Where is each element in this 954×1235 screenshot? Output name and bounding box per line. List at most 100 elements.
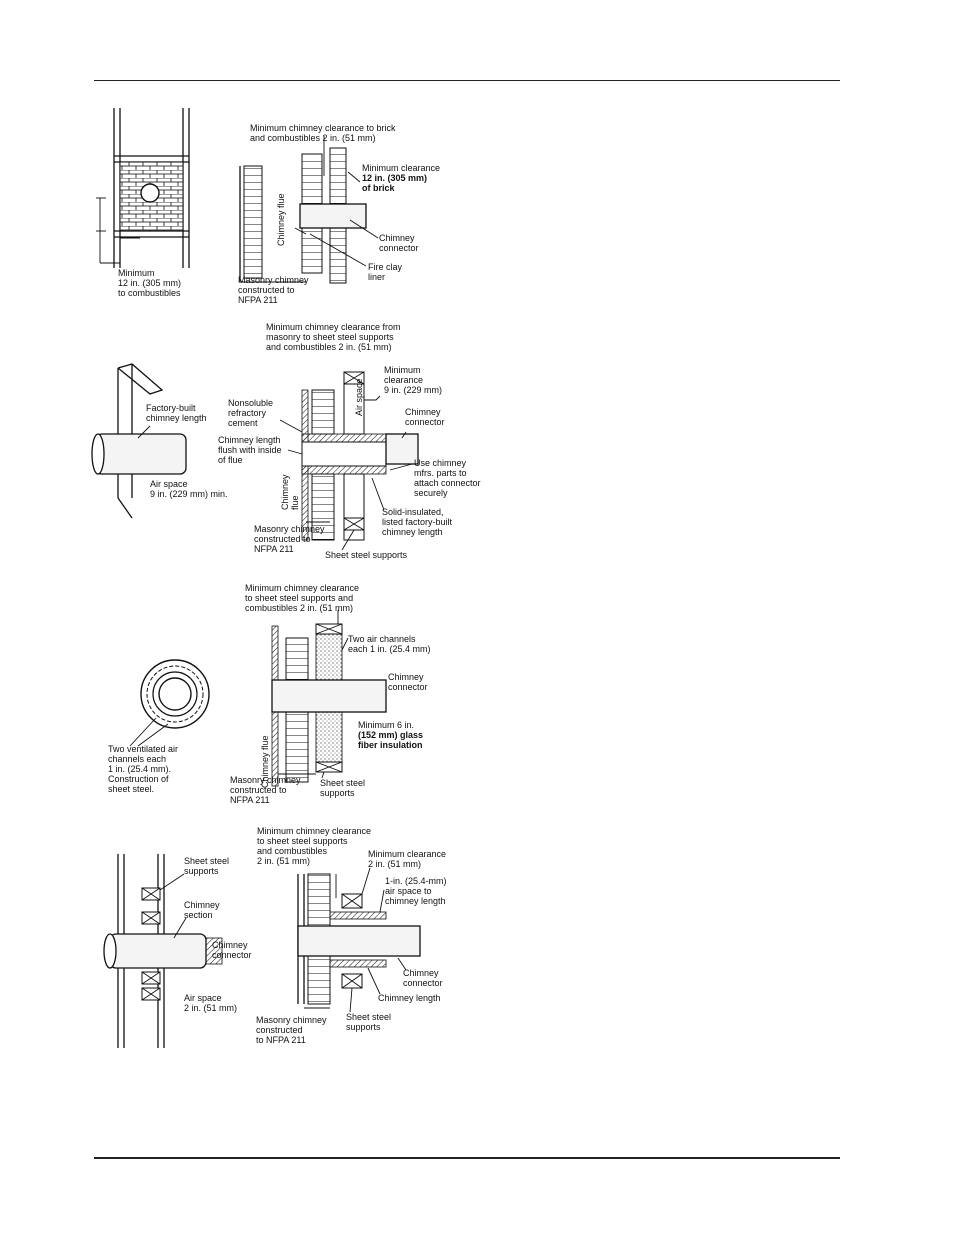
leader-line (367, 967, 381, 995)
label-chimney-flue: Chimney flue (260, 735, 270, 788)
label-air-space: Air space 2 in. (51 mm) (184, 993, 237, 1013)
footer-rule (94, 1157, 840, 1159)
pipe-end (91, 433, 105, 475)
insulated-wall-top (301, 433, 387, 443)
support-x (341, 973, 363, 989)
label-masonry: Masonry chimney constructed to NFPA 211 (238, 275, 311, 305)
chimney-connector-pipe (299, 203, 367, 229)
masonry-lower (285, 711, 309, 783)
label-two-channels: Two air channels each 1 in. (25.4 mm) (348, 634, 431, 654)
label-connector-right: Chimney connector (403, 968, 443, 988)
panel-3: Minimum chimney clearance to sheet steel… (108, 583, 431, 805)
support-x (141, 971, 161, 985)
support-x (341, 893, 363, 909)
panel-4: Minimum chimney clearance to sheet steel… (103, 826, 449, 1048)
masonry-wall-left (243, 165, 263, 279)
label-chimney-flue: Chimney flue (276, 193, 286, 246)
support-x (343, 517, 365, 531)
leader-line (341, 529, 355, 551)
label-top-clearance: Minimum chimney clearance to sheet steel… (257, 826, 374, 866)
leader-line (159, 873, 185, 891)
label-flush: Chimney length flush with inside of flue (218, 435, 284, 465)
leader-line (401, 431, 407, 439)
inner-flue (158, 677, 192, 711)
label-connector: Chimney connector (405, 407, 445, 427)
chimney-length-top (329, 911, 387, 920)
leader-line (321, 771, 325, 779)
label-connector-left: Chimney connector (212, 940, 252, 960)
leader-line (371, 477, 385, 511)
label-min-clearance-brick: Minimum clearance 12 in. (305 mm) of bri… (362, 163, 443, 193)
support-x (141, 887, 161, 901)
label-min-12: Minimum 12 in. (305 mm) to combustibles (118, 268, 184, 298)
support-x (141, 987, 161, 1001)
header-rule (94, 80, 840, 81)
chimney-connector-clearance-figure: Minimum 12 in. (305 mm) to combustibles … (80, 98, 500, 1058)
support-x (315, 761, 343, 773)
label-min-clearance: Minimum clearance 2 in. (51 mm) (368, 849, 449, 869)
chimney-connector-pipe (297, 925, 421, 957)
thimble-hole (140, 183, 160, 203)
label-supports: Sheet steel supports (320, 778, 368, 798)
leader-line (389, 463, 413, 471)
combustible-lower (329, 227, 347, 284)
leader-line (347, 171, 361, 183)
fire-clay-liner-stroke (294, 227, 307, 235)
leader-line (349, 987, 353, 1013)
chimney-connector-pipe (271, 679, 387, 713)
label-section: Chimney section (184, 900, 222, 920)
combustible-upper (329, 147, 347, 205)
label-flue: Chimney flue (280, 472, 300, 510)
label-top-clearance: Minimum chimney clearance to sheet steel… (245, 583, 362, 613)
label-ventilated: Two ventilated air channels each 1 in. (… (108, 744, 181, 794)
support-x (141, 911, 161, 925)
insulated-wall-bottom (301, 465, 387, 475)
factory-built-chimney (95, 433, 187, 475)
brick-wall-upper (301, 153, 323, 205)
support-leg (117, 497, 133, 519)
leader-line (137, 425, 151, 439)
chimney-length-core (301, 441, 387, 467)
label-solid-insulated: Solid-insulated, listed factory-built ch… (382, 507, 455, 537)
label-supports: Sheet steel supports (325, 550, 408, 560)
label-top-clearance: Minimum chimney clearance from masonry t… (266, 322, 403, 352)
label-supports-left: Sheet steel supports (184, 856, 232, 876)
leader-line (137, 723, 169, 747)
support-x (343, 371, 365, 385)
chimney-section-pipe (109, 933, 207, 969)
air-channel-2 (152, 671, 198, 717)
leader-line (287, 449, 303, 455)
label-factory-built: Factory-built chimney length (146, 403, 207, 423)
leader-line (279, 419, 303, 433)
label-air-space: Air space 9 in. (229 mm) min. (150, 479, 228, 499)
leader-line (173, 917, 187, 939)
label-insulation: Minimum 6 in. (152 mm) glass fiber insul… (358, 720, 426, 750)
leader-line (341, 637, 349, 651)
leader-line (129, 717, 157, 747)
label-masonry: Masonry chimney constructed to NFPA 211 (230, 775, 303, 805)
label-connector: Chimney connector (379, 233, 419, 253)
label-masonry: Masonry chimney constructed to NFPA 211 (256, 1015, 329, 1045)
leader-line (361, 867, 371, 895)
air-channel-1 (146, 665, 204, 723)
support-x (315, 623, 343, 635)
support-bracket (117, 363, 164, 395)
masonry-lower (307, 955, 331, 1005)
masonry-upper (285, 637, 309, 681)
leader-line (379, 889, 385, 913)
chimney-length-bottom (329, 959, 387, 968)
leader-line (309, 233, 367, 267)
label-air-space-vertical: Air space (354, 378, 364, 416)
leader-line (349, 219, 379, 239)
label-cement: Nonsoluble refractory cement (228, 398, 276, 428)
panel-1: Minimum 12 in. (305 mm) to combustibles … (96, 108, 443, 305)
label-min-clearance: Minimum clearance 9 in. (229 mm) (384, 365, 442, 395)
label-supports-right: Sheet steel supports (346, 1012, 394, 1032)
label-liner: Fire clay liner (368, 262, 405, 282)
leader-line (364, 395, 381, 401)
label-top-clearance: Minimum chimney clearance to brick and c… (250, 123, 398, 143)
label-air-space-1in: 1-in. (25.4-mm) air space to chimney len… (385, 876, 449, 906)
label-length: Chimney length (378, 993, 441, 1003)
label-connector: Chimney connector (388, 672, 428, 692)
panel-2: Minimum chimney clearance from masonry t… (91, 322, 481, 560)
